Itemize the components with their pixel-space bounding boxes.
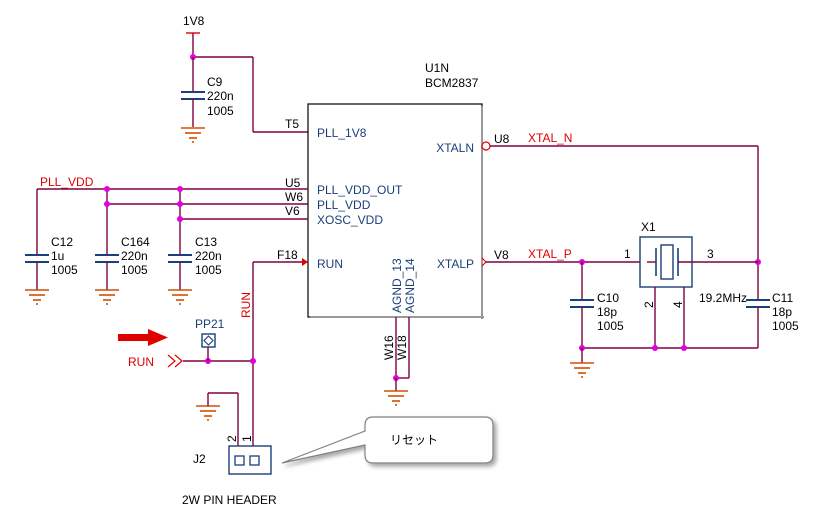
header-j2: 2 1 J2 2W PIN HEADER [182,392,277,507]
pin-xtaln: XTALN [436,141,474,155]
net-xtal-n: XTAL_N [528,131,572,145]
pointer-arrow-icon [118,329,168,346]
j2-pin2-label: 2 [225,435,239,442]
pin-arrow-icon [302,258,308,266]
x1-ref: X1 [641,220,656,234]
c11-size: 1005 [772,319,799,333]
capacitor-c10: C10 18p 1005 [570,291,624,348]
crystal-ground-rail [570,345,758,378]
junction [177,186,183,192]
c11-value: 18p [772,305,792,319]
run-net: RUN RUN [128,261,302,446]
pin-num-w18: W18 [395,335,409,360]
pin-num-w16: W16 [382,335,396,360]
pll-vdd-net: PLL_VDD [36,175,308,255]
power-1v8: 1V8 [183,14,308,133]
ground-icon [95,289,119,305]
c9-size: 1005 [207,104,234,118]
c10-size: 1005 [597,319,624,333]
c9-ref: C9 [207,75,223,89]
ground-icon [25,289,49,305]
net-run-vertical: RUN [239,292,253,318]
j2-label: 2W PIN HEADER [182,493,277,507]
c13-ref: C13 [195,235,217,249]
off-page-connector-icon [167,354,183,368]
junction [104,201,110,207]
chip-u1n: U1N BCM2837 PLL_1V8 PLL_VDD_OUT PLL_VDD … [277,61,510,360]
c12-size: 1005 [51,263,78,277]
c12-value: 1u [51,249,64,263]
capacitor-c9: C9 220n 1005 [181,57,234,143]
pin-num-f18: F18 [277,248,298,262]
net-run: RUN [128,355,154,369]
j2-ref: J2 [193,452,206,466]
pin-num-t5: T5 [285,117,299,131]
x1-pin1: 1 [624,247,631,261]
pin-xosc-vdd: XOSC_VDD [317,213,383,227]
pin-agnd14: AGND_14 [403,258,417,313]
capacitor-c12: C12 1u 1005 [25,235,78,305]
ground-icon [168,289,192,305]
c164-ref: C164 [121,235,150,249]
pin-num-u5: U5 [285,176,301,190]
junction [250,358,256,364]
pin-num-w6: W6 [285,190,303,204]
xtal-p-net: XTAL_P [486,247,647,300]
j2-pin1-label: 1 [240,435,254,442]
chip-part: BCM2837 [425,76,479,90]
c10-ref: C10 [597,291,619,305]
pin-run: RUN [317,257,343,271]
pin-arrow-icon [481,257,487,267]
c13-value: 220n [195,249,222,263]
junction [681,345,687,351]
pin-pll-1v8: PLL_1V8 [317,126,367,140]
c164-size: 1005 [121,263,148,277]
ground-icon [384,390,408,406]
x1-pin3: 3 [707,247,714,261]
chip-ref: U1N [425,61,449,75]
power-1v8-label: 1V8 [183,14,205,28]
pin-num-v6: V6 [285,204,300,218]
pin-num-u8: U8 [494,132,510,146]
callout-bubble [281,416,494,464]
pin-pll-vdd-out: PLL_VDD_OUT [317,183,403,197]
c164-value: 220n [121,249,148,263]
crystal-x1: X1 1 3 2 4 19.2MHz [624,220,758,348]
agnd-ground [384,317,410,406]
c12-ref: C12 [51,235,73,249]
callout-text: リセット [390,433,438,447]
junction [104,186,110,192]
pin-pll-vdd: PLL_VDD [317,198,371,212]
pp21-ref: PP21 [195,317,225,331]
net-pll-vdd: PLL_VDD [40,175,94,189]
net-xtal-p: XTAL_P [528,247,572,261]
junction [177,216,183,222]
c13-size: 1005 [195,263,222,277]
x1-pin2: 2 [642,301,656,308]
pin-num-v8: V8 [494,248,509,262]
ground-icon [196,405,220,421]
c10-value: 18p [597,305,617,319]
junction [177,201,183,207]
inverted-pin-icon [481,141,491,151]
c9-value: 220n [207,89,234,103]
ground-icon [570,362,594,378]
x1-freq: 19.2MHz [699,291,747,305]
xtal-n-net: XTAL_N [490,131,761,300]
pin-xtalp: XTALP [437,257,474,271]
pin-agnd13: AGND_13 [390,258,404,313]
junction [652,345,658,351]
c11-ref: C11 [772,291,793,305]
ground-icon [181,127,205,143]
capacitor-c13: C13 220n 1005 [168,235,222,305]
testpoint-pp21: PP21 [195,317,225,361]
x1-pin4: 4 [671,301,685,308]
capacitor-c11: C11 18p 1005 [746,291,799,348]
capacitor-c164: C164 220n 1005 [95,235,150,305]
